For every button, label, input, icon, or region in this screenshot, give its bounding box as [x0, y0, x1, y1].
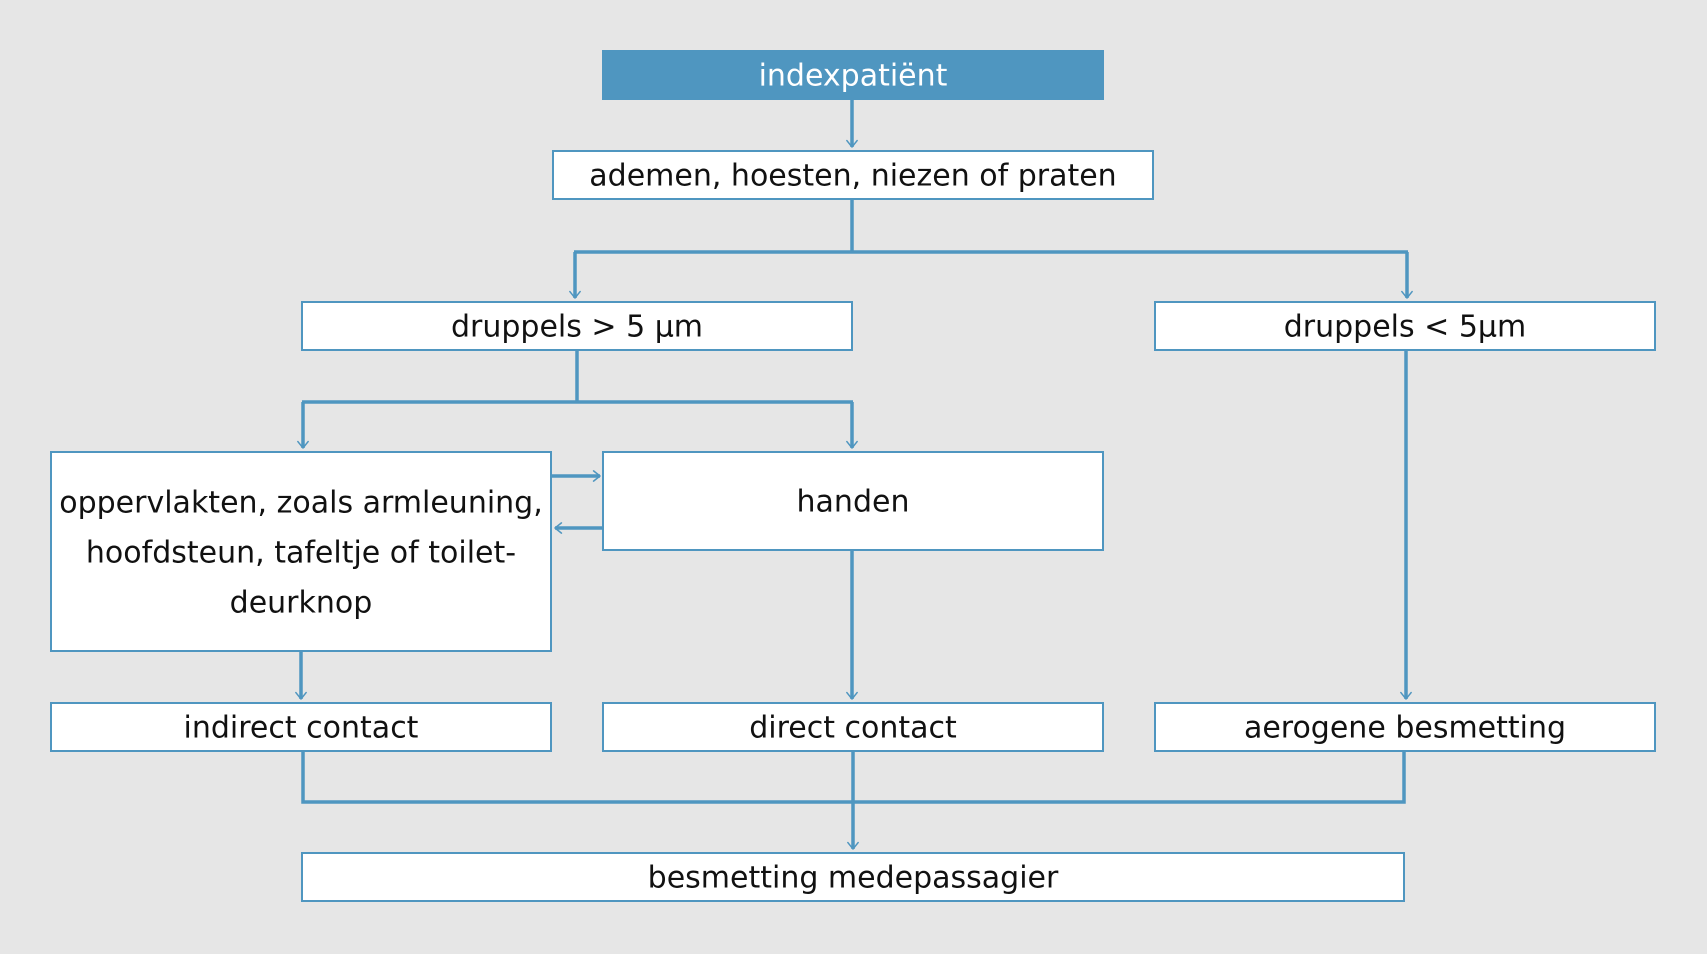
node-large-droplets: druppels > 5 µm — [301, 301, 853, 351]
node-passenger-infection-label: besmetting medepassagier — [648, 861, 1059, 896]
node-surfaces-line-2: hoofdsteun, tafeltje of toilet- — [86, 536, 516, 571]
node-hands-label: handen — [797, 485, 910, 520]
node-direct-contact-label: direct contact — [749, 711, 957, 746]
node-aerogenic-infection: aerogene besmetting — [1154, 702, 1656, 752]
node-large-droplets-label: druppels > 5 µm — [451, 310, 703, 345]
node-surfaces-line-1: oppervlakten, zoals armleuning, — [59, 486, 543, 521]
node-small-droplets: druppels < 5µm — [1154, 301, 1656, 351]
node-indexpatient: indexpatiënt — [602, 50, 1104, 100]
node-indirect-contact-label: indirect contact — [184, 711, 419, 746]
node-hands: handen — [602, 451, 1104, 551]
node-aerogenic-infection-label: aerogene besmetting — [1244, 711, 1566, 746]
node-indexpatient-label: indexpatiënt — [759, 59, 948, 94]
node-transmission-modes-label: ademen, hoesten, niezen of praten — [589, 159, 1116, 194]
node-surfaces: oppervlakten, zoals armleuning, hoofdste… — [50, 451, 552, 652]
node-transmission-modes: ademen, hoesten, niezen of praten — [552, 150, 1154, 200]
node-indirect-contact: indirect contact — [50, 702, 552, 752]
node-surfaces-line-3: deurknop — [230, 586, 373, 621]
node-small-droplets-label: druppels < 5µm — [1284, 310, 1527, 345]
node-direct-contact: direct contact — [602, 702, 1104, 752]
node-passenger-infection: besmetting medepassagier — [301, 852, 1405, 902]
